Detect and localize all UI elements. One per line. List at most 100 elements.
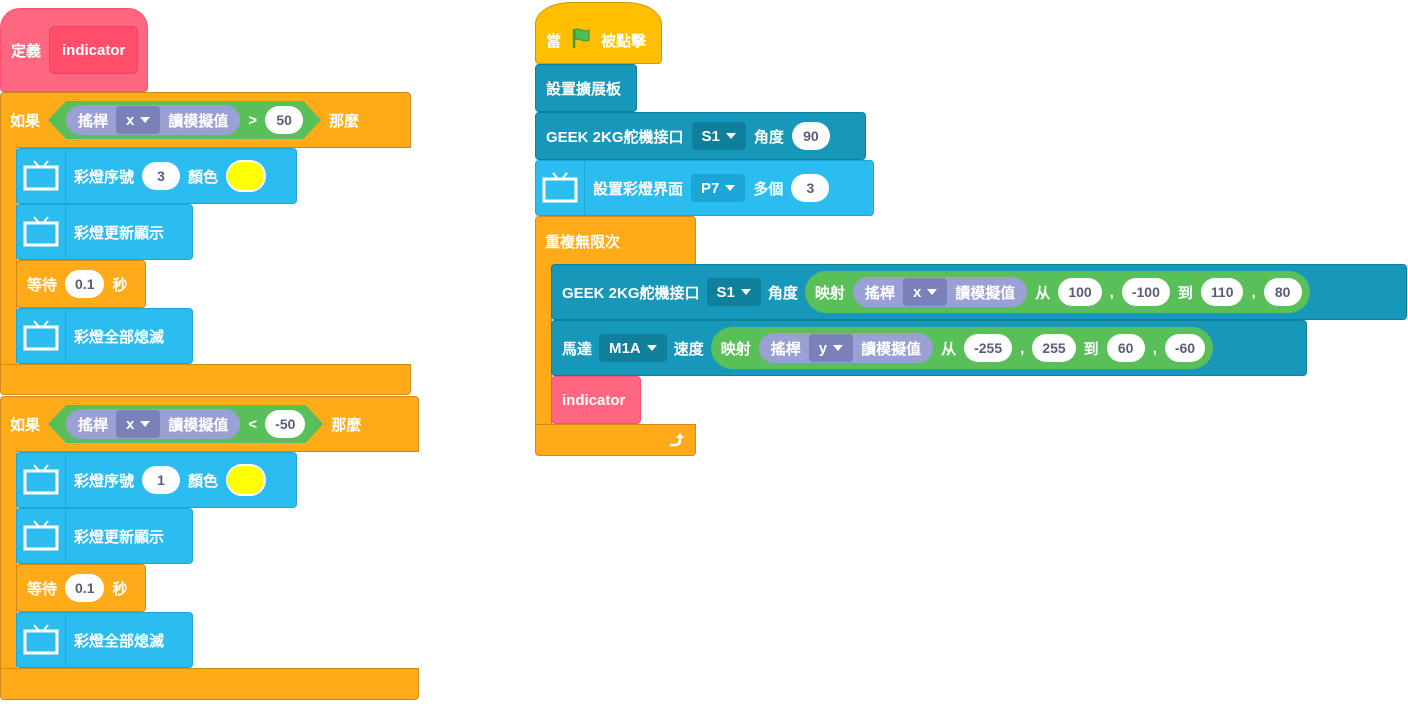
map1-from-low-input[interactable]: 100: [1058, 278, 1102, 306]
forever-label: 重複無限次: [545, 233, 621, 251]
axis-dropdown-3[interactable]: x: [902, 278, 948, 306]
forever-block-arm: [535, 265, 552, 425]
map1-to-low-input[interactable]: 110: [1200, 278, 1244, 306]
motor-port-dropdown[interactable]: M1A: [599, 334, 667, 362]
caret-down-icon: [140, 421, 150, 427]
wait-block-2[interactable]: 等待 0.1 秒: [16, 564, 146, 612]
tv-icon: [17, 613, 66, 667]
joystick-reporter-1[interactable]: 搖桿 x 讀模擬值: [66, 105, 240, 135]
compare-value-input-2[interactable]: -50: [265, 410, 305, 438]
led-refresh-label: 彩燈更新顯示: [74, 528, 165, 546]
color-picker-1[interactable]: [226, 160, 267, 192]
angle-label: 角度: [767, 284, 798, 302]
servo2-port-dropdown[interactable]: S1: [706, 278, 761, 306]
led-refresh-block-1[interactable]: 彩燈更新顯示: [16, 204, 193, 260]
if-block-2-bottom: [0, 668, 419, 700]
map2-to-low-input[interactable]: 60: [1106, 334, 1145, 362]
wait-seconds-input-1[interactable]: 0.1: [65, 270, 105, 298]
motor-speed-block[interactable]: 馬達 M1A 速度 映射 搖桿 y 讀模擬值 从 -255 , 255 到 60…: [551, 320, 1307, 376]
caret-down-icon: [833, 345, 844, 351]
joystick-reporter-2[interactable]: 搖桿 x 讀模擬值: [66, 409, 240, 439]
axis-dropdown-4[interactable]: y: [808, 334, 854, 362]
map2-from-high-input[interactable]: 255: [1032, 334, 1076, 362]
led-count-input[interactable]: 3: [791, 174, 830, 202]
map-label: 映射: [720, 340, 751, 358]
to-label: 到: [1177, 284, 1193, 302]
map-reporter-1[interactable]: 映射 搖桿 x 讀模擬值 从 100 , -100 到 110 , 80: [804, 271, 1310, 313]
map-reporter-2[interactable]: 映射 搖桿 y 讀模擬值 从 -255 , 255 到 60 , -60: [710, 327, 1214, 369]
define-block[interactable]: 定義 indicator: [0, 8, 148, 92]
greater-than-operator[interactable]: 搖桿 x 讀模擬值 > 50: [48, 101, 321, 139]
axis-value: x: [126, 111, 135, 129]
when-flag-clicked-block[interactable]: 當 被點擊: [535, 2, 662, 64]
joystick-label: 搖桿: [78, 416, 109, 434]
led-refresh-block-2[interactable]: 彩燈更新顯示: [16, 508, 193, 564]
axis-dropdown-1[interactable]: x: [116, 106, 160, 134]
from-label: 从: [941, 340, 957, 358]
led-index-block-1[interactable]: 彩燈序號 3 顏色: [16, 148, 297, 204]
operator-symbol: <: [248, 415, 258, 433]
servo-label: GEEK 2KG舵機接口: [546, 128, 684, 146]
servo-port-dropdown[interactable]: S1: [691, 122, 746, 150]
color-label: 顏色: [188, 472, 219, 490]
color-label: 顏色: [188, 168, 219, 186]
wait-seconds-input-2[interactable]: 0.1: [65, 574, 105, 602]
led-all-off-block-1[interactable]: 彩燈全部熄滅: [16, 308, 193, 364]
axis-dropdown-2[interactable]: x: [116, 410, 160, 438]
led-all-off-label: 彩燈全部熄滅: [74, 632, 165, 650]
tv-icon: [17, 509, 66, 563]
axis-value: y: [818, 339, 828, 357]
color-picker-2[interactable]: [226, 464, 267, 496]
tv-icon: [17, 453, 66, 507]
angle-label: 角度: [753, 128, 784, 146]
led-setup-block[interactable]: 設置彩燈界面 P7 多個 3: [535, 160, 874, 216]
led-port-dropdown[interactable]: P7: [691, 174, 746, 202]
led-index-input-2[interactable]: 1: [142, 466, 181, 494]
map2-from-low-input[interactable]: -255: [964, 334, 1013, 362]
caret-down-icon: [725, 185, 736, 191]
wait-block-1[interactable]: 等待 0.1 秒: [16, 260, 146, 308]
servo-port-value: S1: [716, 283, 735, 301]
tv-icon: [17, 149, 66, 203]
compare-value-input-1[interactable]: 50: [265, 106, 303, 134]
servo-angle-block[interactable]: GEEK 2KG舵機接口 S1 角度 90: [535, 112, 866, 160]
less-than-operator[interactable]: 搖桿 x 讀模擬值 < -50: [48, 405, 323, 443]
caret-down-icon: [646, 345, 657, 351]
comma-separator: ,: [1152, 339, 1157, 357]
forever-block-top[interactable]: [535, 216, 696, 266]
define-name-text: indicator: [62, 41, 126, 59]
led-index-label: 彩燈序號: [74, 168, 135, 186]
forever-header: 重複無限次: [535, 216, 620, 266]
led-all-off-block-2[interactable]: 彩燈全部熄滅: [16, 612, 193, 668]
caret-down-icon: [140, 117, 150, 123]
angle-input[interactable]: 90: [791, 122, 830, 150]
if-block-2-arm: [0, 451, 17, 669]
map1-from-high-input[interactable]: -100: [1121, 278, 1170, 306]
setup-board-block[interactable]: 設置擴展板: [535, 64, 637, 112]
if-block-2-header: 如果 搖桿 x 讀模擬值 < -50 那麼: [0, 396, 361, 452]
then-label-2: 那麼: [331, 416, 362, 434]
if-label-2: 如果: [10, 416, 41, 434]
forever-block-bottom: [535, 424, 696, 456]
indicator-call-block[interactable]: indicator: [551, 376, 641, 424]
clicked-label: 被點擊: [601, 32, 647, 50]
read-analog-label: 讀模擬值: [168, 112, 229, 130]
led-index-label: 彩燈序號: [74, 472, 135, 490]
to-label: 到: [1083, 340, 1099, 358]
tv-icon: [536, 161, 585, 215]
read-analog-label: 讀模擬值: [861, 340, 922, 358]
servo-map-block[interactable]: GEEK 2KG舵機接口 S1 角度 映射 搖桿 x 讀模擬值 从 100 , …: [551, 264, 1407, 320]
then-label-1: 那麼: [329, 112, 360, 130]
define-name[interactable]: indicator: [49, 26, 139, 74]
joystick-reporter-3[interactable]: 搖桿 x 讀模擬值: [852, 277, 1028, 307]
map2-to-high-input[interactable]: -60: [1164, 334, 1206, 362]
seconds-label: 秒: [112, 580, 128, 598]
caret-down-icon: [740, 289, 751, 295]
joystick-reporter-4[interactable]: 搖桿 y 讀模擬值: [758, 333, 934, 363]
led-index-block-2[interactable]: 彩燈序號 1 顏色: [16, 452, 297, 508]
led-index-input-1[interactable]: 3: [142, 162, 181, 190]
when-label: 當: [546, 32, 562, 50]
if-label-1: 如果: [10, 112, 41, 130]
green-flag-icon: [569, 26, 593, 54]
map1-to-high-input[interactable]: 80: [1263, 278, 1302, 306]
